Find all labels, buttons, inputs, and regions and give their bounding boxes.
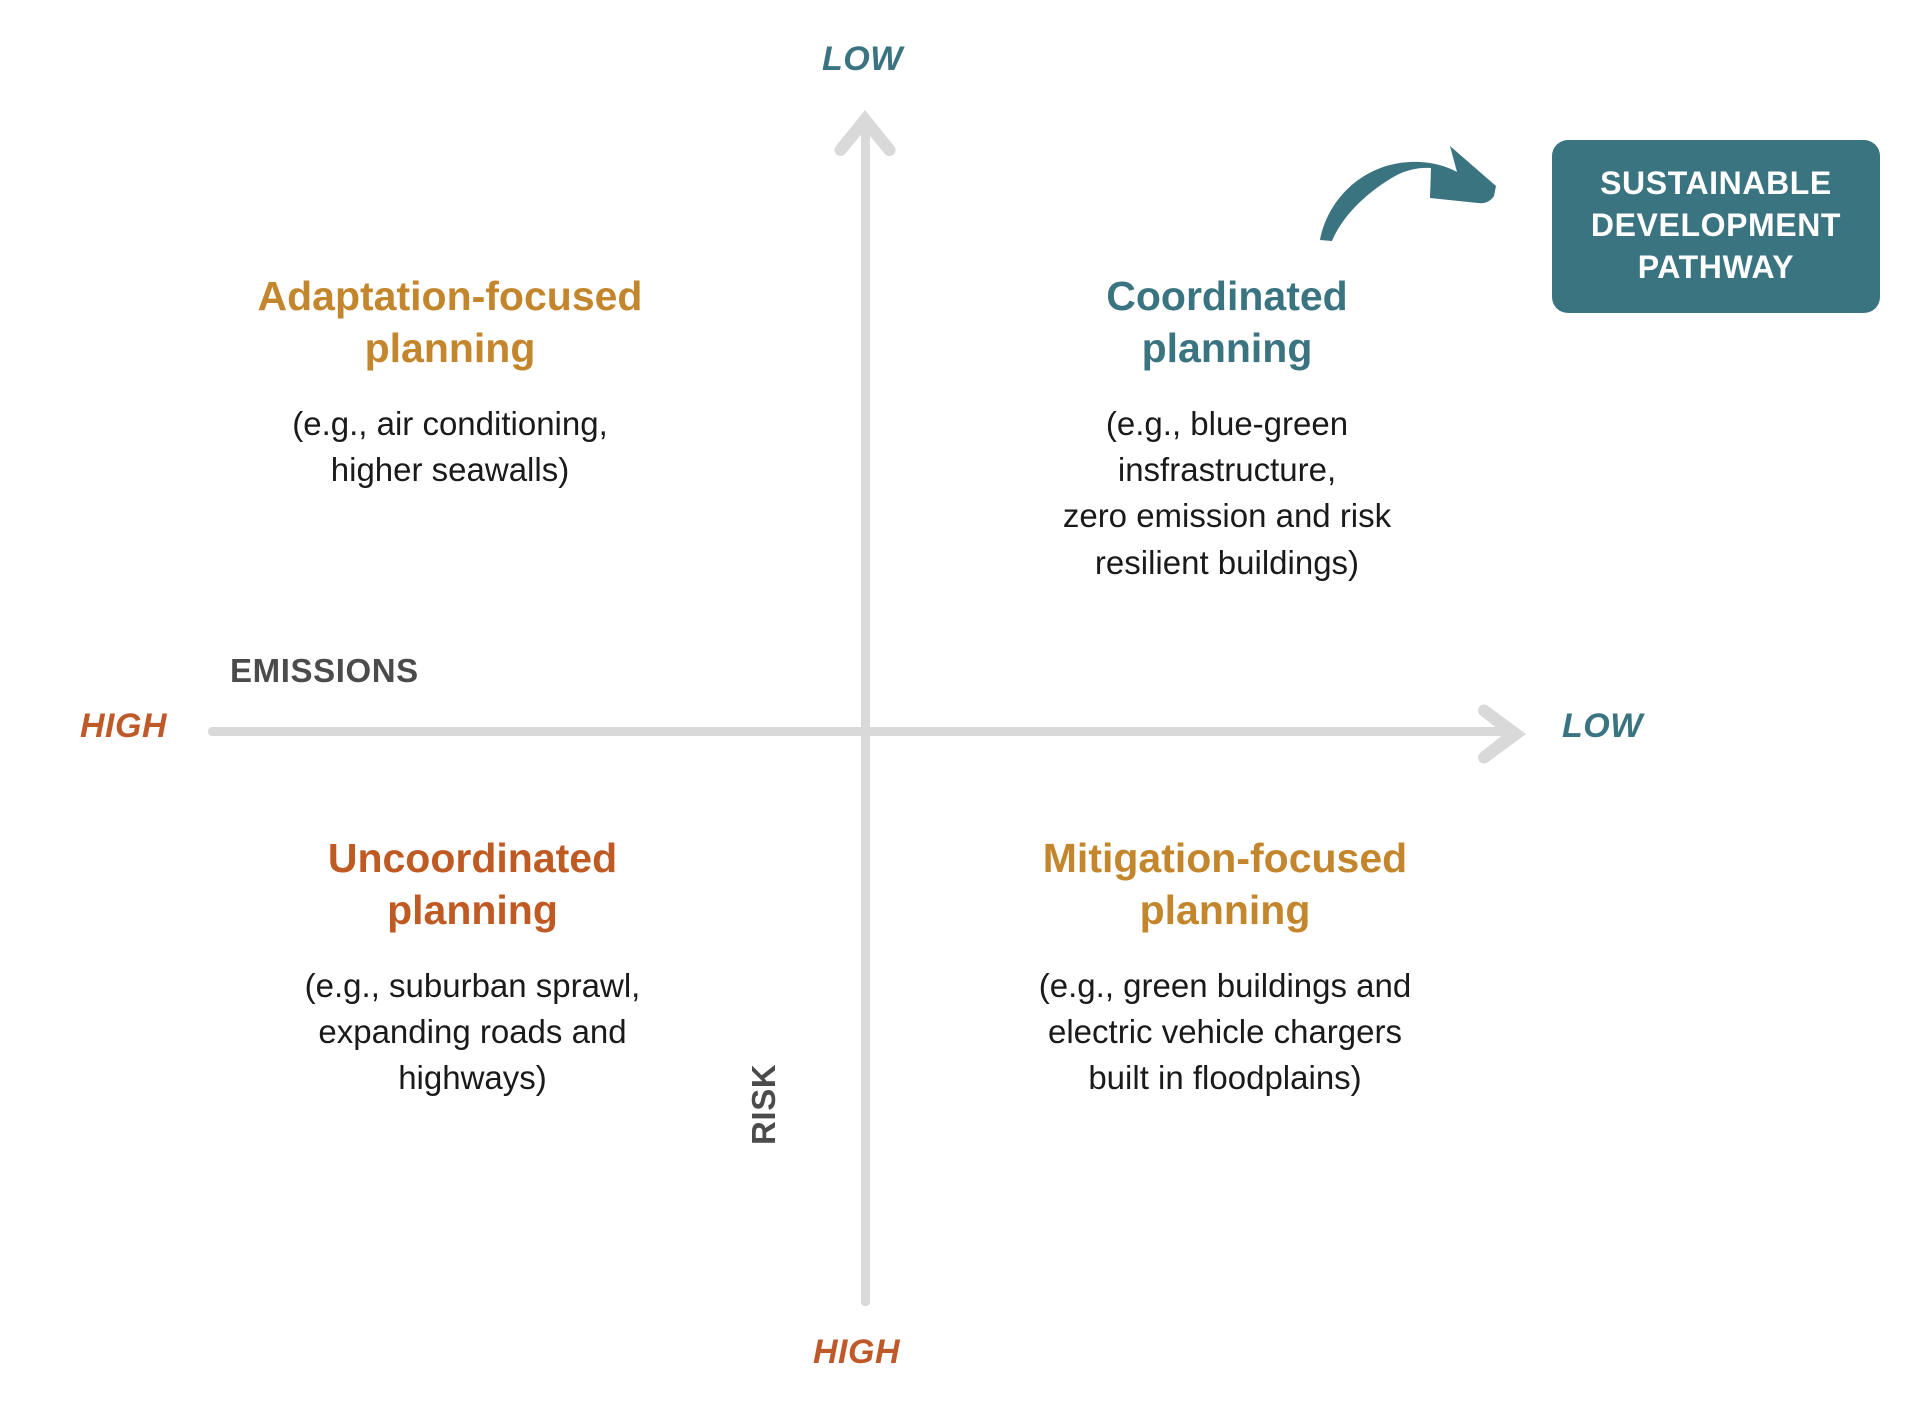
sustainable-development-pathway-badge: SUSTAINABLE DEVELOPMENT PATHWAY: [1552, 140, 1880, 313]
axis-right-arrow-icon: [1477, 704, 1526, 764]
quadrant-description: (e.g., blue-green insfrastructure, zero …: [1062, 404, 1392, 581]
axis-label-risk-low: LOW: [822, 40, 903, 78]
axis-up-arrow-icon: [834, 110, 896, 157]
quadrant-title: Adaptation-focused planning: [257, 273, 643, 372]
quadrant-uncoordinated: Uncoordinated planning (e.g., suburban s…: [245, 832, 700, 1102]
pathway-badge-label: SUSTAINABLE DEVELOPMENT PATHWAY: [1590, 165, 1842, 286]
axis-label-risk-high: HIGH: [813, 1333, 900, 1371]
axis-title-risk: RISK: [745, 1063, 782, 1145]
quadrant-adaptation-focused: Adaptation-focused planning (e.g., air c…: [200, 270, 700, 493]
axis-label-emissions-high: HIGH: [80, 707, 167, 745]
quadrant-description: (e.g., green buildings and electric vehi…: [1038, 966, 1412, 1097]
axis-title-emissions: EMISSIONS: [230, 652, 419, 689]
quadrant-mitigation-focused: Mitigation-focused planning (e.g., green…: [975, 832, 1475, 1102]
quadrant-title: Coordinated planning: [1106, 273, 1348, 372]
quadrant-description: (e.g., air conditioning, higher seawalls…: [292, 404, 608, 489]
quadrant-coordinated: Coordinated planning (e.g., blue-green i…: [972, 270, 1482, 586]
quadrant-title: Mitigation-focused planning: [1042, 835, 1408, 934]
axis-label-emissions-low: LOW: [1562, 707, 1643, 745]
horizontal-axis-line: [208, 727, 1510, 736]
quadrant-description: (e.g., suburban sprawl, expanding roads …: [304, 966, 641, 1097]
curved-arrow-icon: [1320, 146, 1496, 241]
vertical-axis-line: [861, 120, 870, 1306]
quadrant-title: Uncoordinated planning: [327, 835, 618, 934]
